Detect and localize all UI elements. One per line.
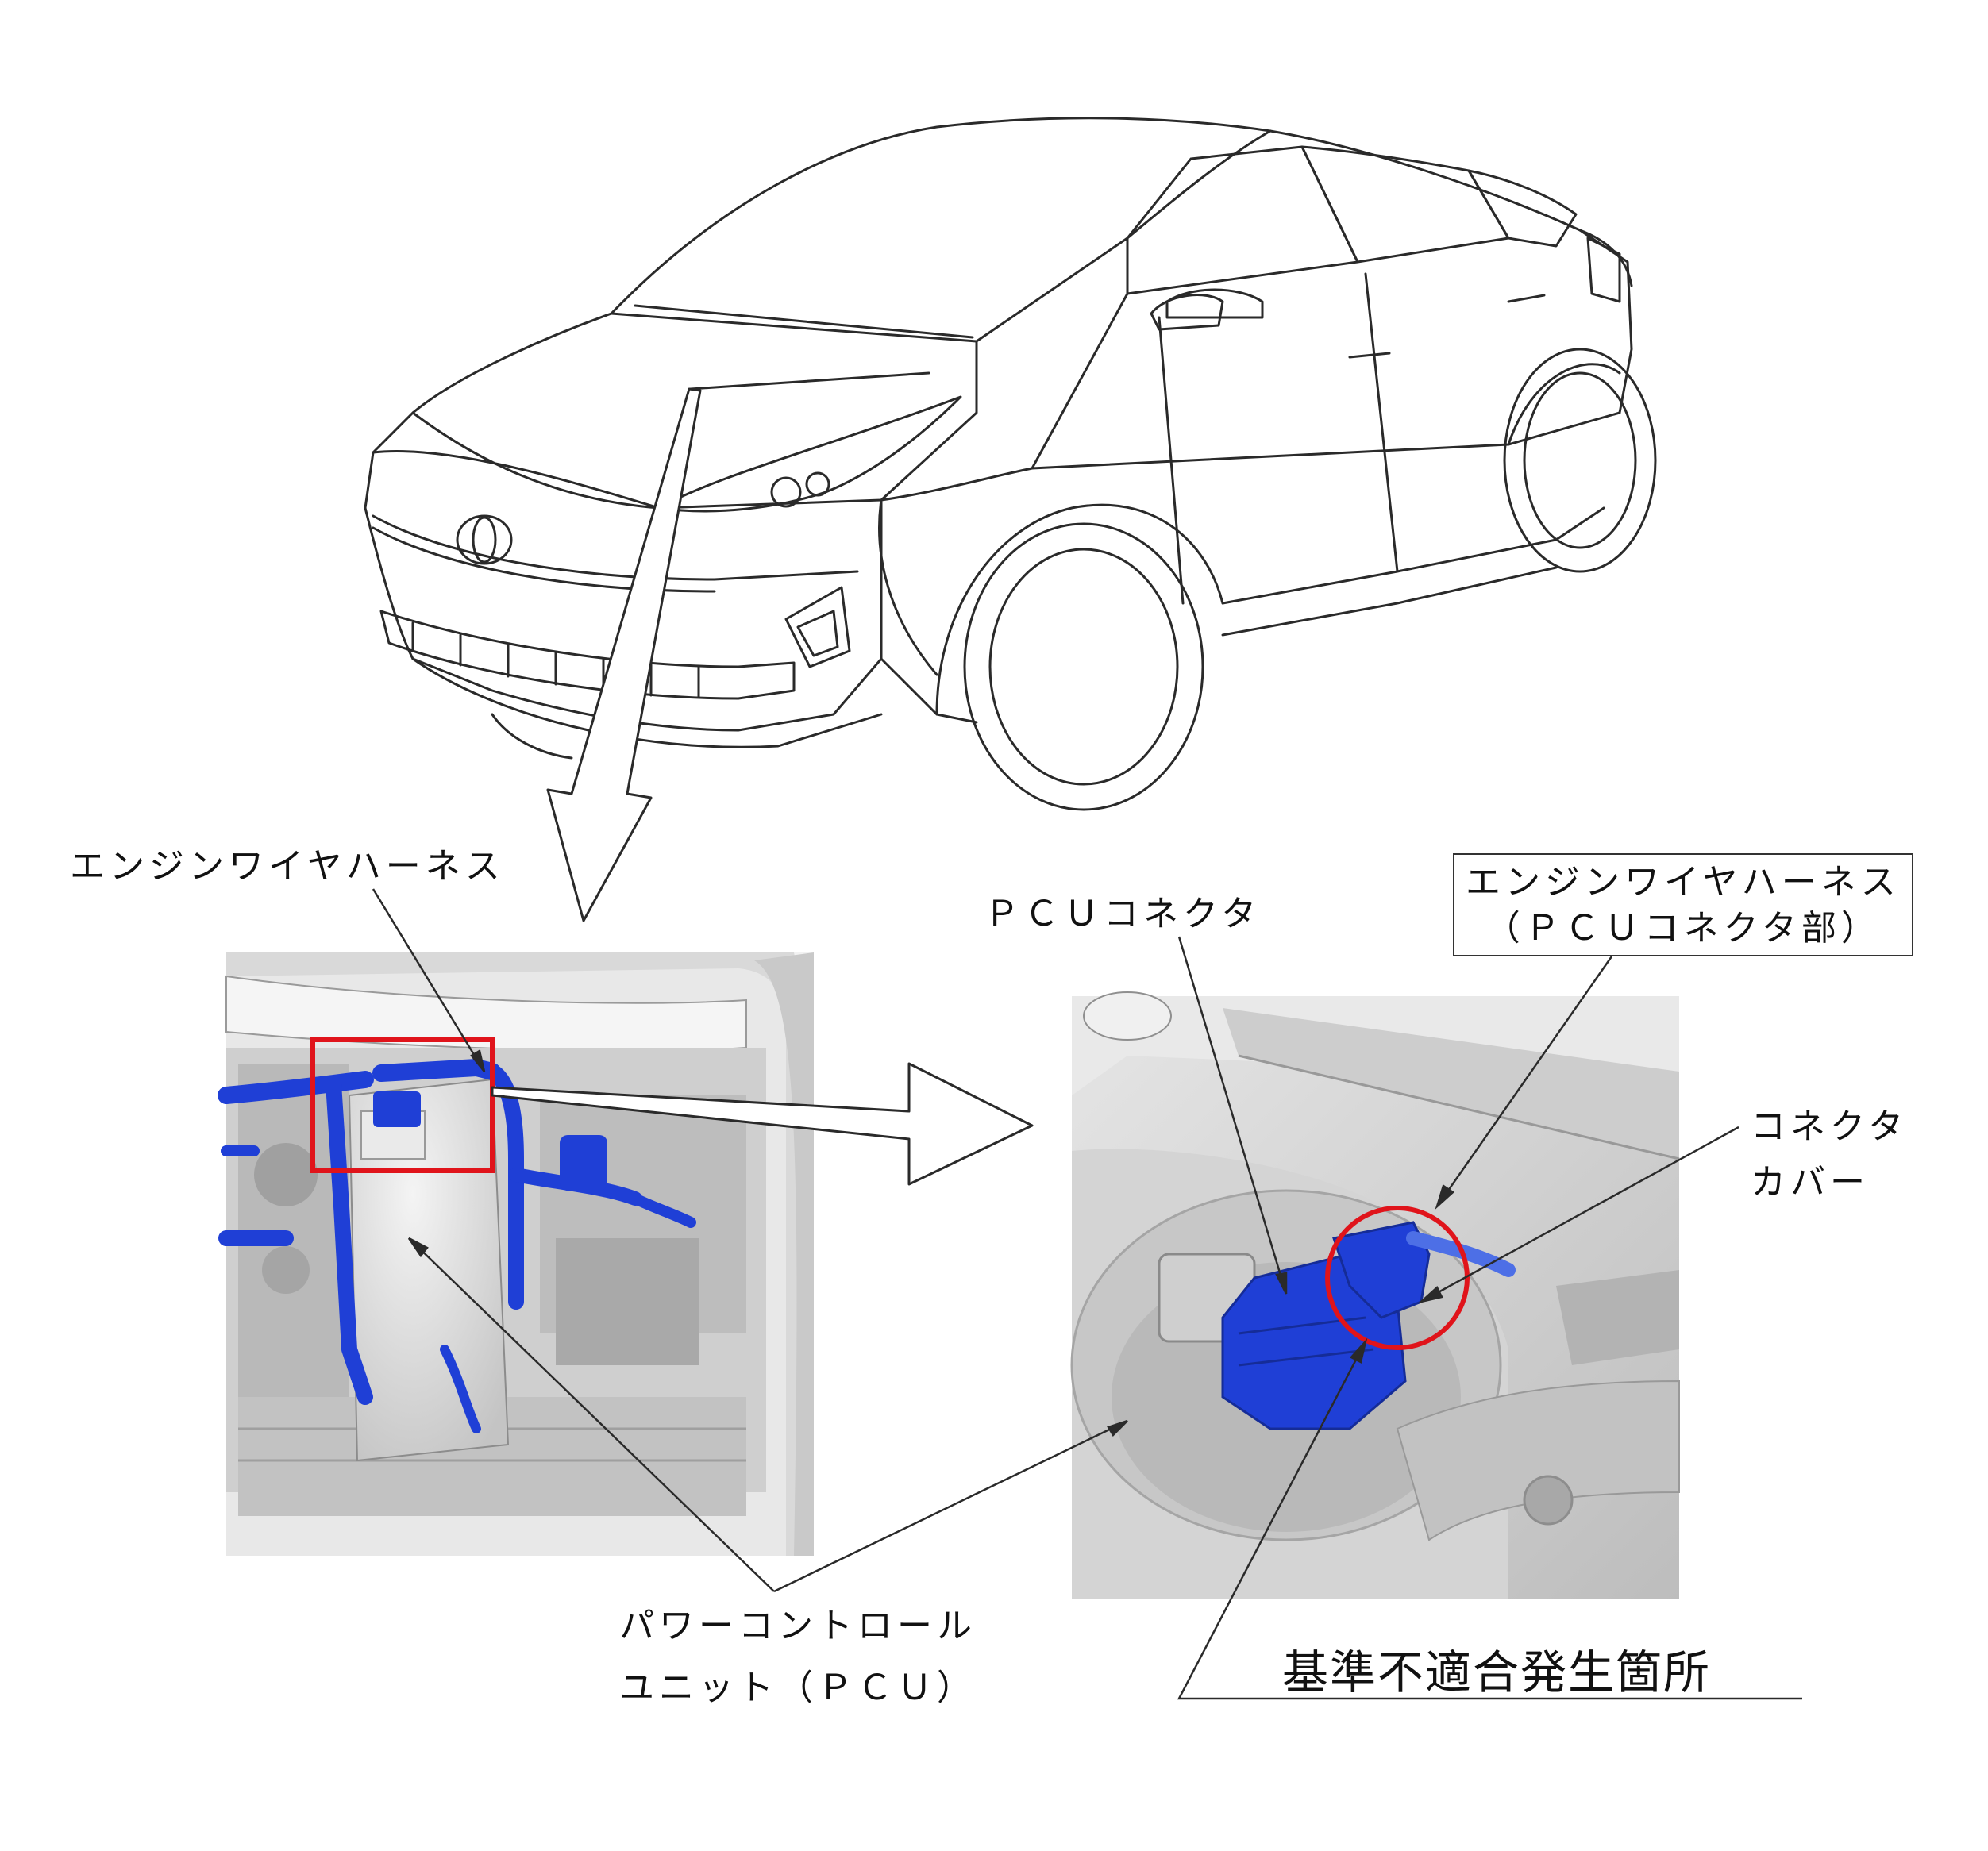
label-connector-cover: コネクタ カバー — [1751, 1099, 1908, 1210]
label-pcu-connector: ＰＣＵコネクタ — [984, 894, 1262, 934]
connector-cover-line1: コネクタ — [1751, 1106, 1909, 1147]
connector-closeup-render — [1070, 991, 1680, 1599]
pcu-line2: ユニット（ＰＣＵ） — [619, 1668, 977, 1708]
label-engine-wire-harness-left: エンジンワイヤハーネス — [70, 846, 505, 887]
harness-box-line1: エンジンワイヤハーネス — [1466, 862, 1901, 902]
engine-bay-render — [218, 952, 814, 1556]
nonconformity-circle — [1325, 1206, 1470, 1350]
label-pcu: パワーコントロール ユニット（ＰＣＵ） — [619, 1595, 977, 1719]
label-nonconformity-location: 基準不適合発生箇所 — [1282, 1645, 1712, 1699]
leader-lines — [372, 888, 1802, 1700]
car-illustration — [364, 117, 1657, 811]
connector-cover-line2: カバー — [1751, 1162, 1870, 1203]
bay-to-closeup-arrow — [491, 1062, 1034, 1186]
pcu-line1: パワーコントロール — [619, 1606, 977, 1646]
harness-box-line2: （ＰＣＵコネクタ部） — [1485, 908, 1882, 949]
harness-highlight-box — [310, 1037, 495, 1173]
label-engine-wire-harness-box: エンジンワイヤハーネス （ＰＣＵコネクタ部） — [1453, 853, 1913, 956]
car-to-engine-arrow — [546, 387, 702, 922]
